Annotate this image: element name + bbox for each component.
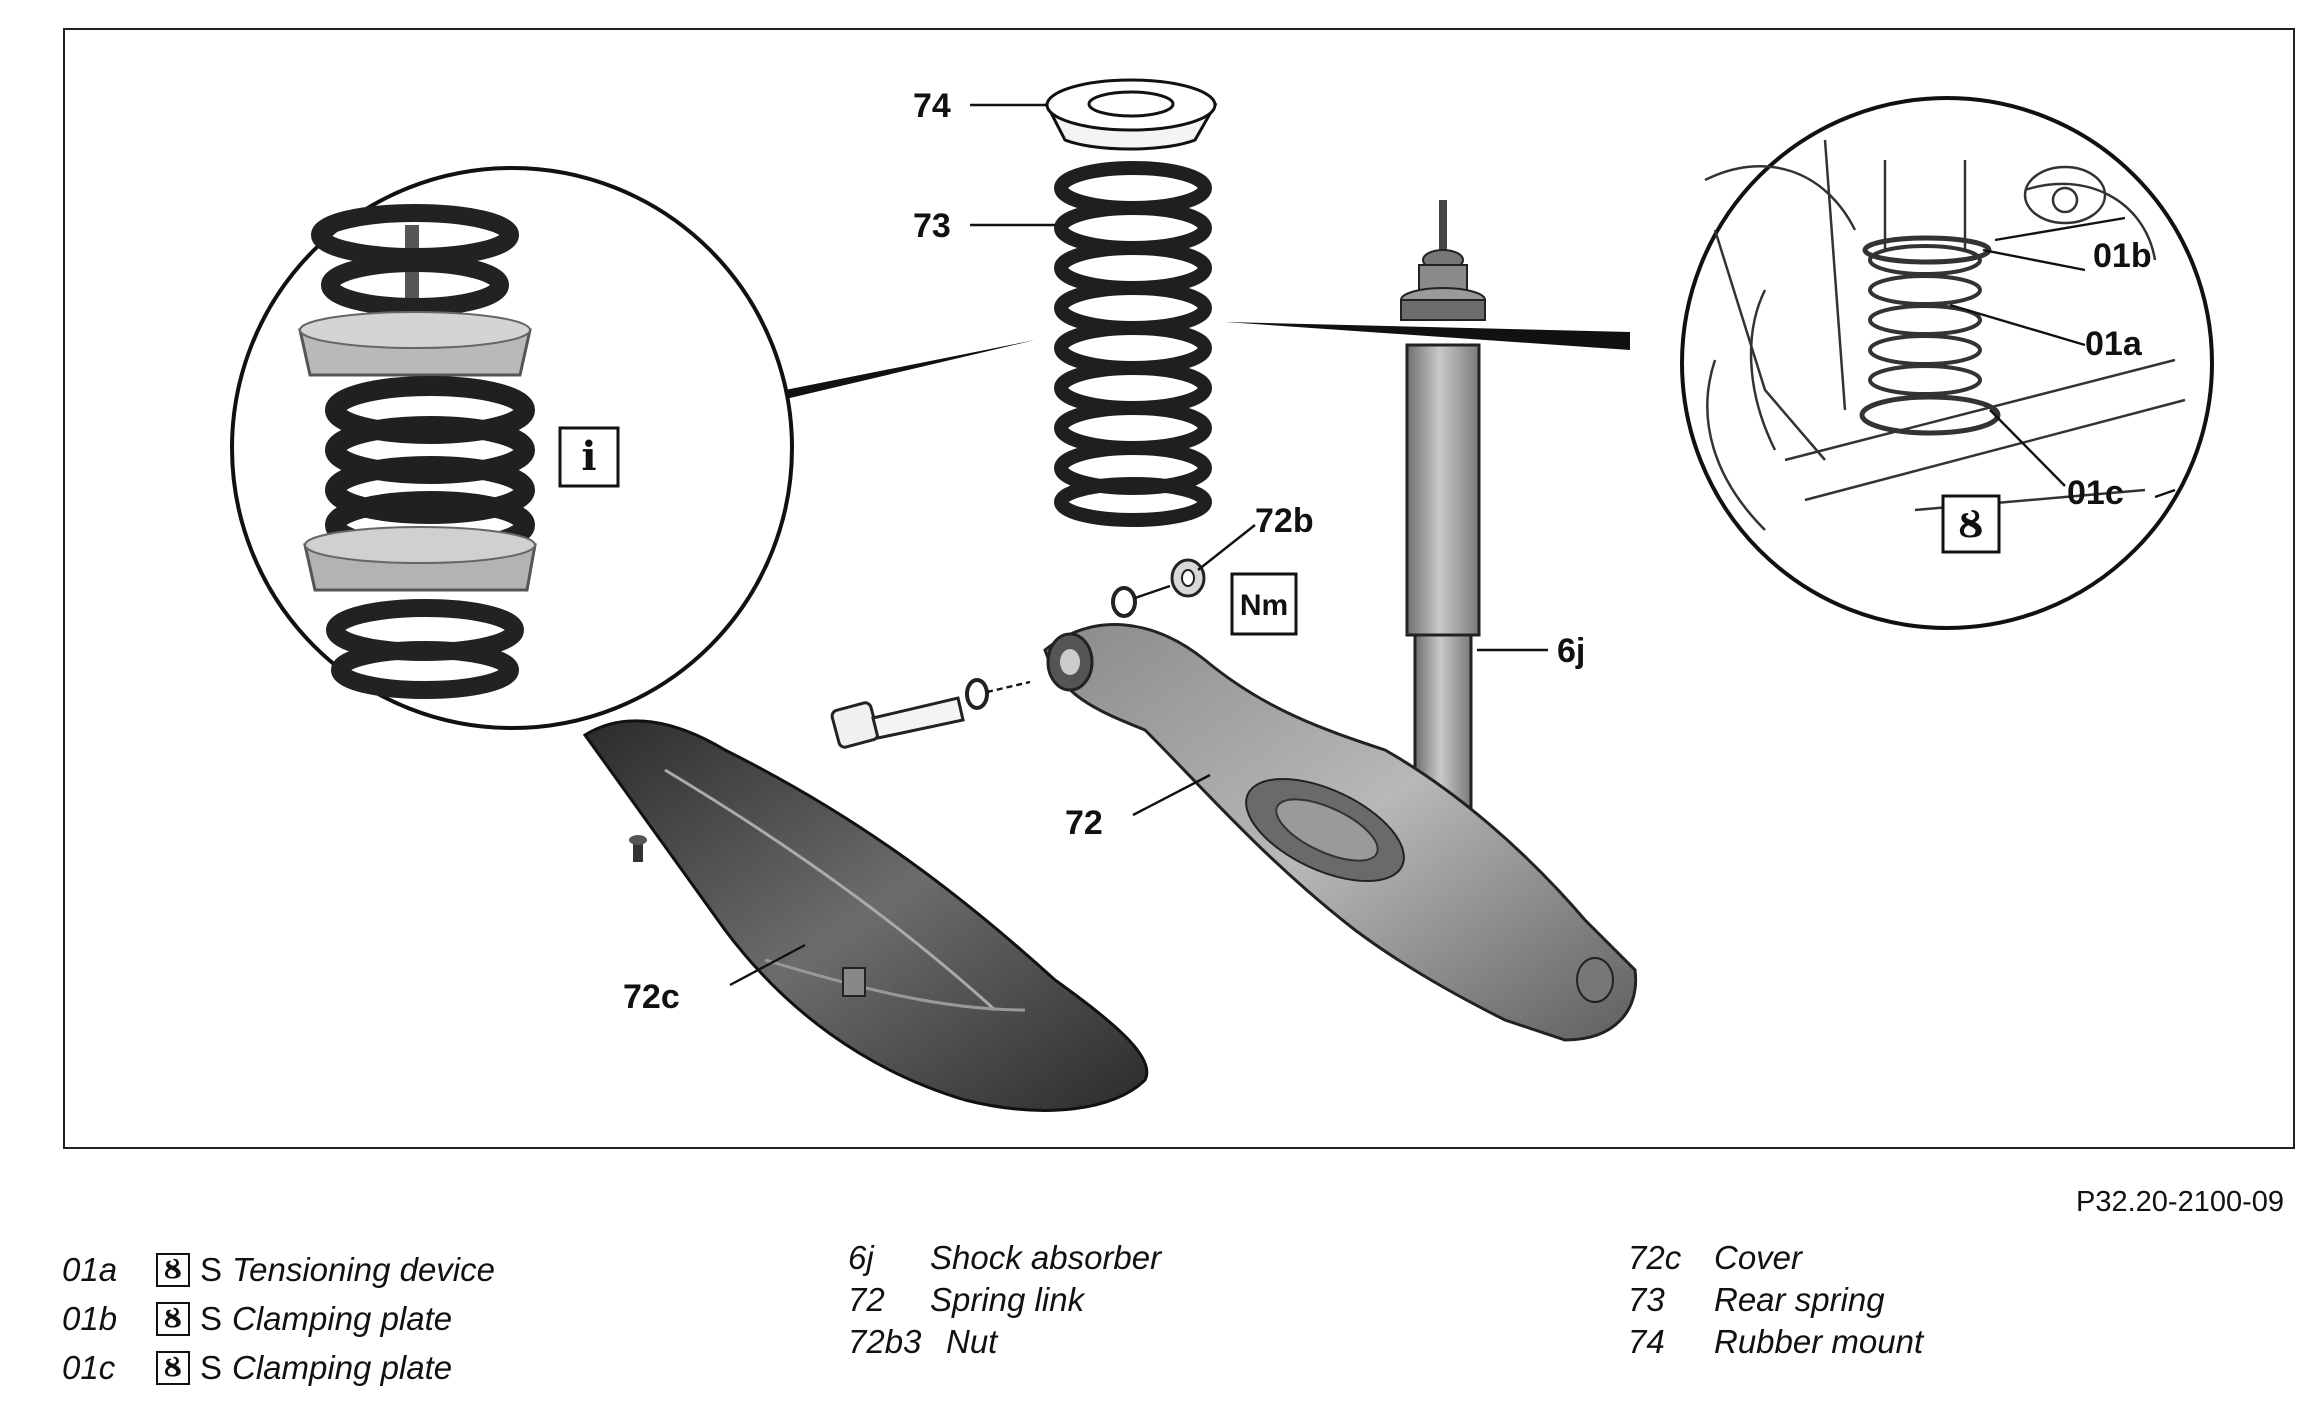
legend-prefix: S <box>200 1348 223 1386</box>
callout-72c: 72c <box>623 978 680 1016</box>
legend-code: 72 <box>848 1281 885 1318</box>
legend-row: 6j Shock absorber <box>848 1237 1161 1279</box>
legend-label: Spring link <box>930 1281 1085 1318</box>
info-symbol-box <box>558 426 620 488</box>
callout-74: 74 <box>913 87 951 125</box>
callout-72b: 72b <box>1255 502 1314 540</box>
callout-01b: 01b <box>2093 237 2152 275</box>
legend-column-2: 6j Shock absorber 72 Spring link 72b3 Nu… <box>848 1237 1161 1363</box>
figure-frame: i <box>63 28 2295 1149</box>
legend-column-1: 01a Ȣ S Tensioning device 01b Ȣ S Clampi… <box>62 1245 495 1392</box>
legend-row: 72c Cover <box>1628 1237 1923 1279</box>
legend-row: 01b Ȣ S Clamping plate <box>62 1294 495 1343</box>
legend-label: Rear spring <box>1714 1281 1885 1318</box>
callout-72: 72 <box>1065 804 1103 842</box>
tool-symbol: Ȣ <box>1958 504 1983 546</box>
callout-73: 73 <box>913 207 951 245</box>
legend-code: 72b3 <box>848 1323 922 1360</box>
cover-screw <box>629 835 647 862</box>
spring-link-72 <box>1043 623 1638 1042</box>
callout-01a: 01a <box>2085 325 2143 363</box>
legend-row: 72 Spring link <box>848 1279 1161 1321</box>
legend-label: Shock absorber <box>930 1239 1162 1276</box>
legend-label: Tensioning device <box>232 1250 495 1288</box>
legend-code: 01b <box>62 1299 118 1337</box>
legend-code: 74 <box>1628 1323 1665 1360</box>
legend-row: 74 Rubber mount <box>1628 1321 1923 1363</box>
legend-prefix: S <box>200 1250 223 1288</box>
legend-row: 01c Ȣ S Clamping plate <box>62 1343 495 1392</box>
figure-code: P32.20-2100-09 <box>2076 1186 2284 1218</box>
legend-code: 01a <box>62 1250 118 1288</box>
left-detail-circle: i <box>230 166 794 730</box>
tool-icon: Ȣ <box>156 1350 190 1385</box>
bolt-and-washers <box>830 558 1206 749</box>
torque-symbol: Nm <box>1240 589 1288 622</box>
legend-label: Clamping plate <box>232 1299 453 1337</box>
legend-prefix: S <box>200 1299 223 1337</box>
legend-row: 01a Ȣ S Tensioning device <box>62 1245 495 1294</box>
torque-symbol-box <box>1230 572 1298 636</box>
callout-01c: 01c <box>2067 474 2124 512</box>
legend-column-3: 72c Cover 73 Rear spring 74 Rubber mount <box>1628 1237 1923 1363</box>
cover-72c <box>582 719 1149 1112</box>
right-detail-connector <box>1225 322 1630 350</box>
tool-icon: Ȣ <box>156 1252 190 1287</box>
exploded-diagram: i <box>230 78 2214 1112</box>
legend-code: 73 <box>1628 1281 1665 1318</box>
rear-spring-73 <box>1054 161 1212 527</box>
legend-code: 72c <box>1628 1239 1682 1276</box>
legend-row: 73 Rear spring <box>1628 1279 1923 1321</box>
legend-label: Clamping plate <box>232 1348 453 1386</box>
nut-72b <box>1170 558 1206 598</box>
tensioned-spring-photo <box>298 204 537 699</box>
legend-code: 01c <box>62 1348 116 1386</box>
right-detail-circle: 01b 01a 01c Ȣ <box>1680 96 2214 630</box>
tool-symbol-box <box>1941 494 2001 554</box>
info-symbol: i <box>581 433 596 480</box>
legend-row: 72b3 Nut <box>848 1321 1161 1363</box>
rubber-mount-74 <box>1044 78 1218 151</box>
tool-icon: Ȣ <box>156 1301 190 1336</box>
callout-6j: 6j <box>1557 632 1585 670</box>
legend-label: Rubber mount <box>1714 1323 1924 1360</box>
legend-code: 6j <box>848 1239 874 1276</box>
legend-label: Nut <box>946 1323 998 1360</box>
legend-label: Cover <box>1714 1239 1803 1276</box>
